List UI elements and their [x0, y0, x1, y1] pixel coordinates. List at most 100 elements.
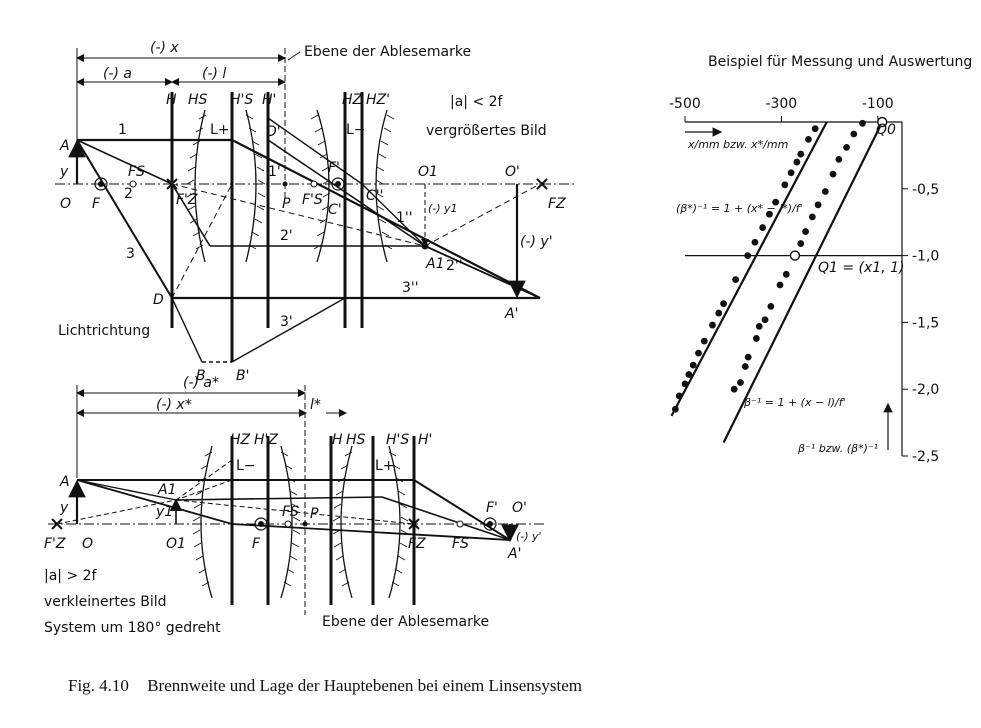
data-point — [765, 210, 773, 218]
point-B: B — [196, 368, 206, 384]
data-point — [821, 188, 829, 195]
data-point — [730, 385, 738, 393]
y1-label: (-) y1 — [428, 202, 458, 215]
ray-1-prime: 1' — [268, 164, 281, 180]
chart-ticks: -500-300-100-0,5-1,0-1,5-2,0-2,5 — [669, 96, 939, 465]
point-B-prime: B' — [236, 368, 249, 384]
x-tick-label: -100 — [862, 96, 894, 112]
ray-2-double: 2'' — [446, 258, 463, 274]
y-tick-label: -2,5 — [912, 449, 939, 465]
dim-a-label: (-) a — [103, 66, 132, 82]
data-point — [689, 361, 697, 369]
light-direction-label: Lichtrichtung — [58, 323, 150, 339]
data-point — [814, 201, 822, 209]
top-diagram — [55, 48, 575, 363]
point-A-prime-bottom: A' — [507, 546, 521, 562]
y-axis-label: β⁻¹ bzw. (β*)⁻¹ — [797, 442, 878, 455]
point-A: A — [59, 138, 70, 154]
y-label: y — [59, 164, 69, 180]
point-Fz-bottom: FZ — [408, 536, 426, 552]
ray-1: 1 — [118, 122, 127, 138]
ray-2: 2 — [124, 186, 133, 202]
point-O-bottom: O — [82, 536, 93, 552]
lens-Lminus: L− — [346, 122, 366, 138]
ray-3-prime: 3' — [280, 314, 293, 330]
figure-caption: Fig. 4.10 Brennweite und Lage der Haupte… — [68, 676, 948, 696]
chart-series — [670, 116, 893, 450]
data-point — [681, 380, 689, 388]
chart-title: Beispiel für Messung und Auswertung — [708, 54, 972, 70]
plane-label-bottom: Ebene der Ablesemarke — [322, 614, 489, 630]
point-A-bottom: A — [59, 474, 70, 490]
plane-Hz-bottom: HZ — [230, 432, 251, 448]
data-point — [755, 323, 763, 330]
point-Fz-prime: F'Z — [176, 192, 198, 208]
data-point — [859, 119, 866, 127]
dim-l-star-label: l* — [310, 397, 321, 413]
data-point — [808, 213, 816, 221]
image-kind-label-bottom: verkleinertes Bild — [44, 594, 167, 610]
plane-H-prime-bottom: H' — [418, 432, 432, 448]
data-point — [797, 240, 805, 247]
caption-number: Fig. 4.10 — [68, 676, 129, 695]
plane-Hs-prime-bottom: H'S — [386, 432, 409, 448]
y-prime-label-bottom: (-) y' — [516, 530, 542, 543]
point-F-bottom: F — [252, 536, 261, 552]
point-label-Q0: Q0 — [876, 122, 896, 138]
y-tick-label: -2,0 — [912, 382, 939, 398]
lens-Lplus: L+ — [210, 122, 230, 138]
data-point — [850, 130, 858, 138]
point-F-prime-bottom: F' — [486, 500, 498, 516]
point-Fs: FS — [128, 164, 145, 180]
data-point — [759, 224, 767, 231]
point-O-prime: O' — [505, 164, 520, 180]
data-point — [675, 392, 683, 400]
lens-Lminus-bottom: L− — [236, 458, 256, 474]
data-point — [732, 276, 740, 284]
point-Q1 — [789, 250, 801, 261]
point-O1: O1 — [418, 164, 438, 180]
point-C2: C'' — [366, 188, 383, 204]
data-point — [744, 252, 752, 259]
rotation-note: System um 180° gedreht — [44, 620, 221, 636]
dim-a-star-label: (-) a* — [183, 375, 219, 391]
y1-label-bottom: y1 — [155, 504, 173, 520]
point-O1-bottom: O1 — [166, 536, 186, 552]
caption-text: Brennweite und Lage der Hauptebenen bei … — [147, 676, 582, 695]
plane-Hs: HS — [188, 92, 208, 108]
point-Fs-bottom: FS — [282, 504, 299, 520]
point-F: F — [92, 196, 101, 212]
data-point — [744, 353, 752, 361]
dim-x-star-label: (-) x* — [156, 397, 192, 413]
plane-Hz: HZ — [342, 92, 363, 108]
point-C: C' — [328, 202, 342, 218]
data-point — [797, 150, 805, 158]
data-point — [671, 405, 679, 413]
data-point — [685, 371, 693, 378]
point-P-bottom: P — [310, 506, 319, 522]
image-kind-label: vergrößertes Bild — [426, 123, 547, 139]
series-line-2 — [722, 121, 884, 444]
condition-label: |a| < 2f — [450, 94, 504, 110]
series-label-2: β⁻¹ = 1 + (x − l)/f' — [743, 396, 846, 409]
point-O: O — [60, 196, 71, 212]
point-O-prime-bottom: O' — [512, 500, 527, 516]
measurement-chart: Beispiel für Messung und Auswertung -500… — [669, 54, 972, 465]
point-A-prime: A' — [504, 306, 518, 322]
series-line-1 — [670, 121, 828, 417]
data-point — [752, 335, 760, 342]
bottom-diagram — [48, 385, 545, 615]
data-point — [772, 198, 780, 206]
data-point — [805, 135, 812, 143]
data-point — [811, 125, 819, 133]
ray-3: 3 — [126, 246, 135, 262]
dim-l-label: (-) l — [202, 66, 226, 82]
point-label-Q1: Q1 = (x1, 1) — [818, 260, 904, 276]
data-point — [741, 363, 749, 370]
ray-1-double: 1'' — [396, 210, 413, 226]
plane-Hz-prime-bottom: H'Z — [254, 432, 278, 448]
plane-Hs-prime: H'S — [230, 92, 253, 108]
point-P: P — [282, 196, 291, 212]
data-point — [829, 170, 837, 178]
